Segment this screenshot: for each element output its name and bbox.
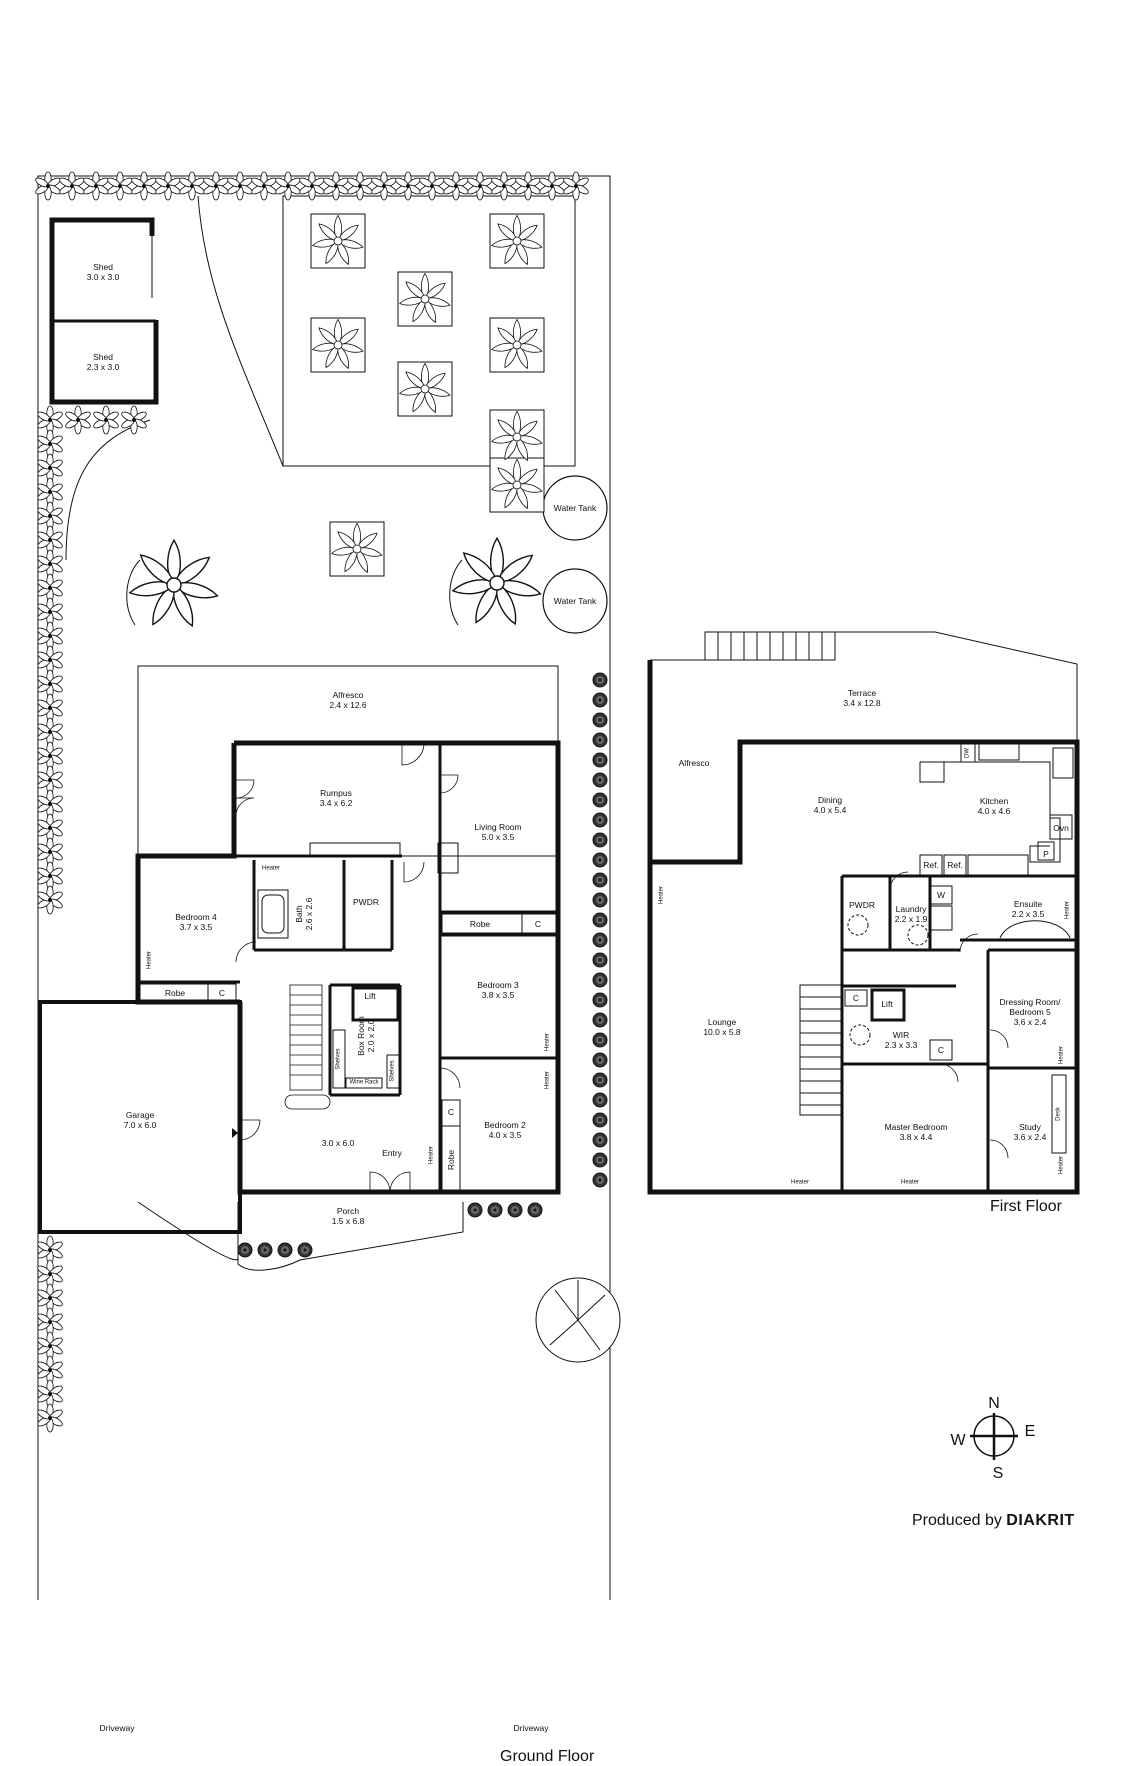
heater-bedroom-3: Heater: [544, 1032, 551, 1052]
room-entry: Entry: [382, 1148, 402, 1158]
study-desk: Desk: [1055, 1107, 1062, 1121]
heater-dressing: Heater: [1058, 1045, 1065, 1065]
fridge-1: Ref.: [923, 860, 939, 870]
cupboard-bedroom-3: C: [534, 919, 542, 929]
water-tank-2: Water Tank: [553, 596, 597, 606]
compass-north: N: [988, 1395, 1000, 1412]
robe-bedroom-3: Robe: [469, 919, 491, 929]
shelves-left: Shelves: [335, 1048, 342, 1070]
room-lift-first: Lift: [881, 999, 893, 1009]
cupboard-bedroom-4: C: [218, 988, 226, 998]
room-pwdr-first: PWDR: [849, 900, 875, 910]
cupboard-lift: C: [852, 993, 860, 1003]
heater-lounge-bottom: Heater: [790, 1179, 810, 1186]
produced-by-credit: Produced by DIAKRIT: [912, 1512, 1075, 1530]
compass-east: E: [1024, 1423, 1036, 1440]
driveway-right: Driveway: [513, 1723, 549, 1733]
robe-bedroom-2: Robe: [446, 1149, 456, 1171]
ground-floor-title: Ground Floor: [500, 1748, 595, 1765]
room-hall: 3.0 x 6.0: [321, 1138, 355, 1148]
heater-bedroom-2: Heater: [544, 1070, 551, 1090]
first-floor-title: First Floor: [990, 1198, 1062, 1215]
heater-entry: Heater: [428, 1145, 435, 1165]
driveway-left: Driveway: [99, 1723, 135, 1733]
compass-west: W: [950, 1432, 966, 1449]
pantry: P: [1043, 849, 1049, 859]
heater-bath: Heater: [261, 865, 281, 872]
cupboard-bedroom-2: C: [447, 1107, 455, 1117]
credit-prefix: Produced by: [912, 1512, 1002, 1529]
oven: Ovn: [1053, 823, 1069, 833]
wine-rack: Wine Rack: [349, 1079, 379, 1086]
heater-study: Heater: [1058, 1155, 1065, 1175]
heater-ensuite: Heater: [1064, 900, 1071, 920]
room-pwdr-ground: PWDR: [353, 897, 379, 907]
robe-bedroom-4: Robe: [164, 988, 186, 998]
shelves-right: Shelves: [389, 1060, 396, 1082]
cupboard-wir: C: [937, 1045, 945, 1055]
heater-lounge: Heater: [658, 885, 665, 905]
floorplan-drawing: [33, 171, 1080, 1600]
compass-south: S: [992, 1465, 1004, 1482]
heater-master: Heater: [900, 1179, 920, 1186]
room-lift-ground: Lift: [364, 991, 376, 1001]
fridge-2: Ref.: [947, 860, 963, 870]
washer: W: [936, 890, 946, 900]
water-tank-1: Water Tank: [553, 503, 597, 513]
dishwasher: DW: [964, 748, 971, 758]
room-alfresco-first: Alfresco: [678, 758, 710, 768]
heater-bedroom-4: Heater: [146, 950, 153, 970]
credit-brand: DIAKRIT: [1006, 1512, 1075, 1529]
